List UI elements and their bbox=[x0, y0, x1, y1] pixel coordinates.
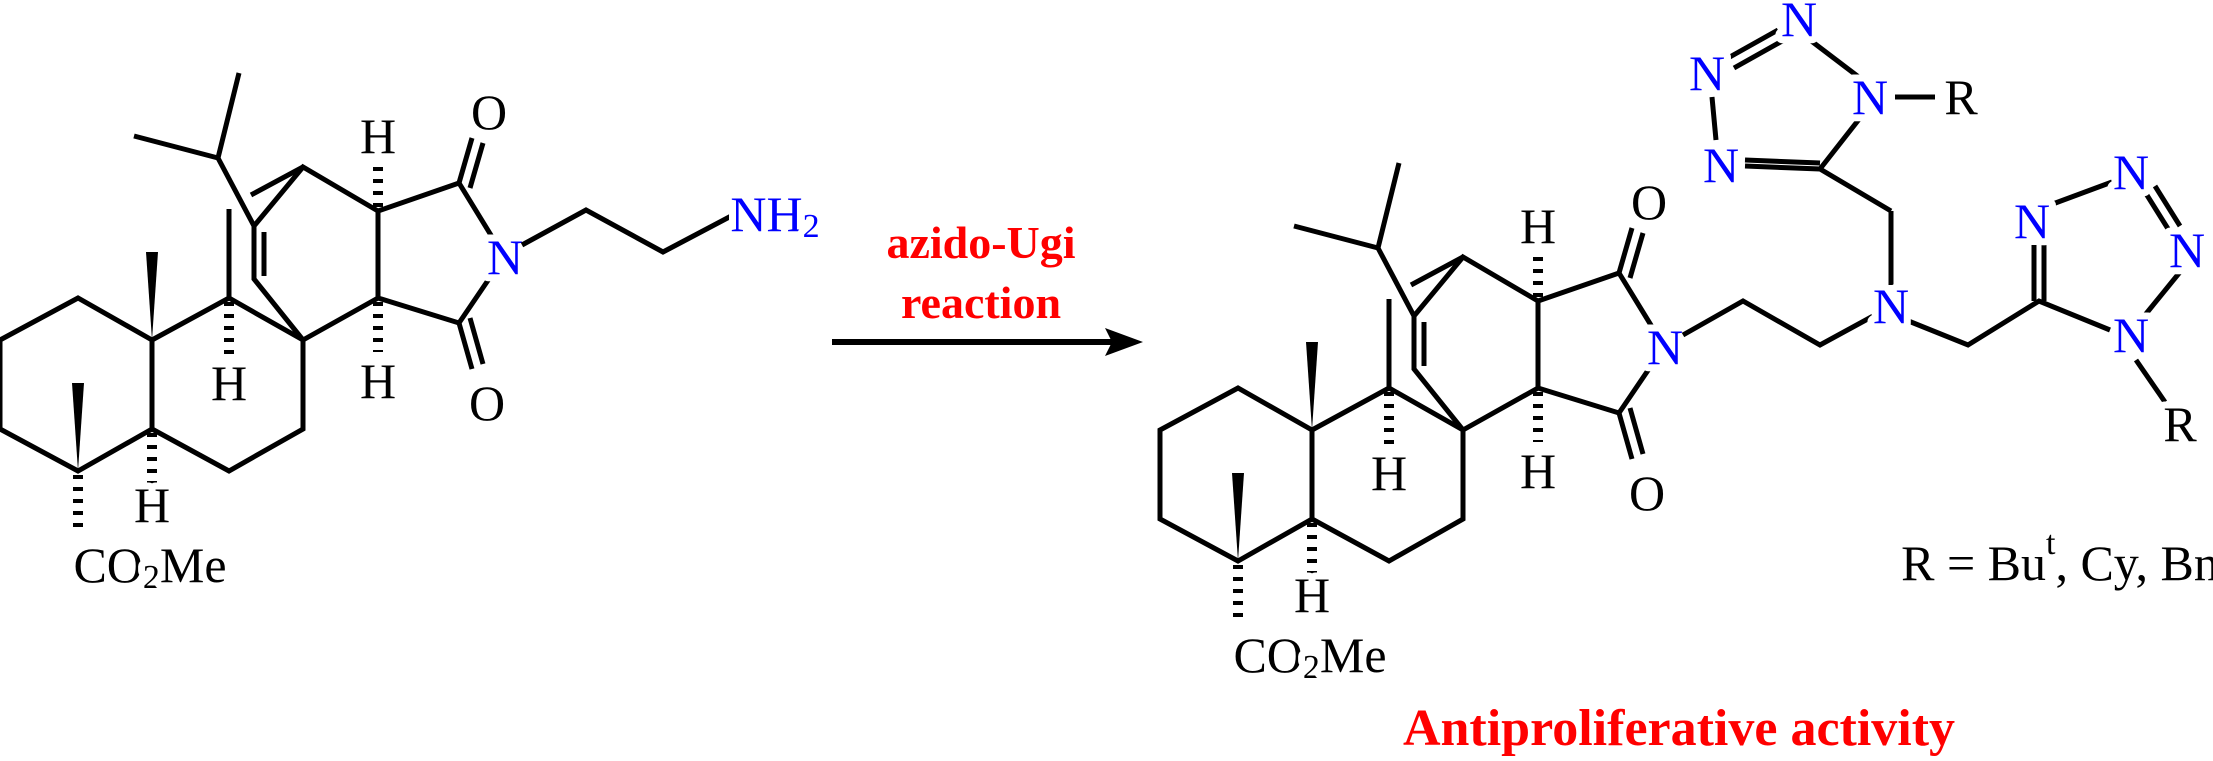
tetrazole-nitrogen-label: N bbox=[1689, 45, 1725, 101]
r-group-label: R bbox=[1944, 69, 1978, 125]
tetrazole-nitrogen-label: N bbox=[1703, 137, 1739, 193]
reaction-label-line2: reaction bbox=[901, 277, 1061, 328]
product-molecule: N N N N R N N N N N R R = But, Cy, Bn An… bbox=[1160, 0, 2213, 757]
tetrazole-nitrogen-label: N bbox=[2169, 222, 2205, 278]
reaction-label-line1: azido-Ugi bbox=[886, 217, 1075, 268]
tetrazole-nitrogen-label: N bbox=[2113, 307, 2149, 363]
arrowhead-icon bbox=[1105, 328, 1143, 356]
tetrazole-nitrogen-label: N bbox=[2014, 193, 2050, 249]
reactant-molecule: NH2 bbox=[0, 73, 827, 596]
reaction-arrow: azido-Ugi reaction bbox=[832, 217, 1143, 356]
amine-nitrogen-label: N bbox=[1873, 278, 1909, 334]
amine-label: NH2 bbox=[730, 186, 819, 245]
tetrazole-nitrogen-label: N bbox=[2113, 144, 2149, 200]
tetrazole-nitrogen-label: N bbox=[1852, 69, 1888, 125]
r-group-definition: R = But, Cy, Bn bbox=[1901, 525, 2213, 592]
activity-label: Antiproliferative activity bbox=[1403, 700, 1955, 757]
r-group-label: R bbox=[2163, 396, 2197, 452]
tetrazole-nitrogen-label: N bbox=[1781, 0, 1817, 47]
